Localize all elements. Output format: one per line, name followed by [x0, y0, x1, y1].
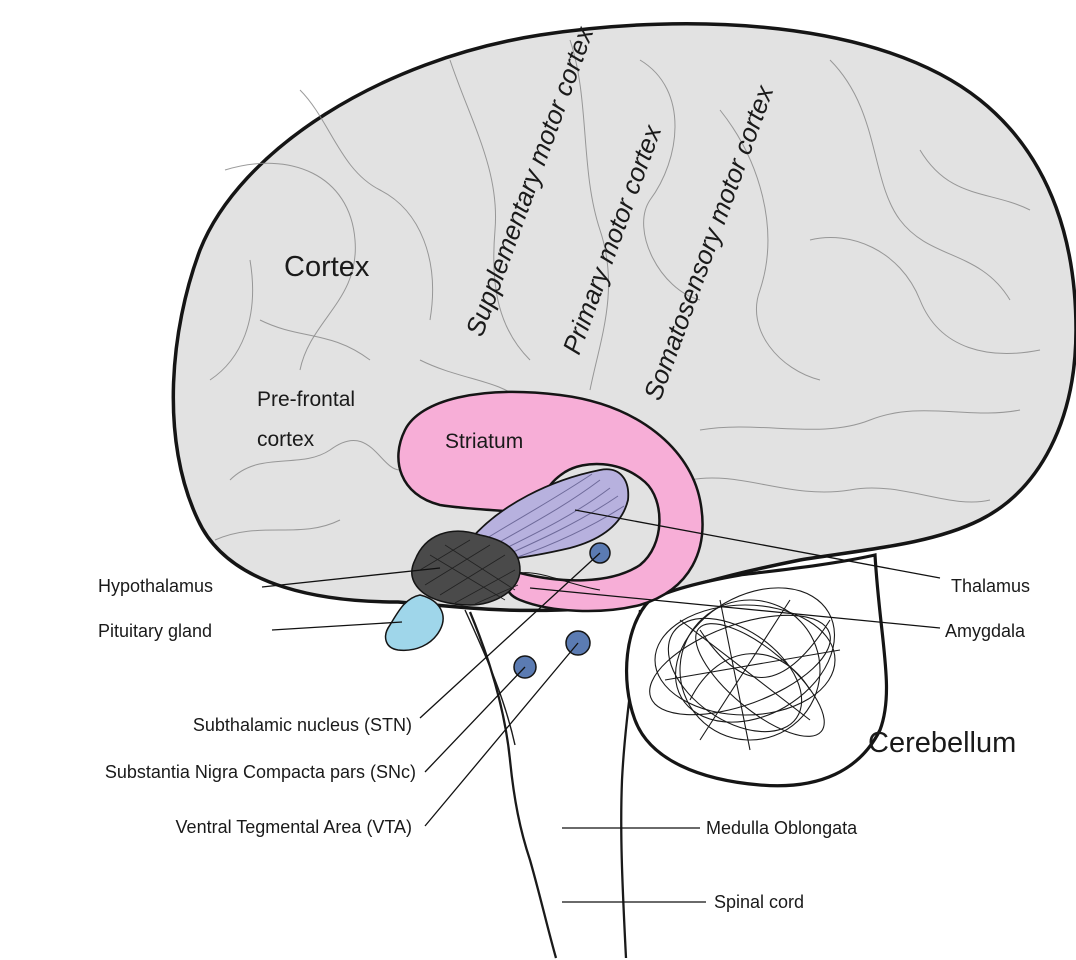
snc-label: Substantia Nigra Compacta pars (SNc) [105, 762, 416, 782]
pituitary-gland-label: Pituitary gland [98, 621, 212, 641]
cerebellum-label: Cerebellum [868, 727, 1016, 759]
spinal-cord-label: Spinal cord [714, 892, 804, 912]
brainstem-inner-line [465, 610, 515, 745]
hypothalamus-label: Hypothalamus [98, 576, 213, 596]
stn-label: Subthalamic nucleus (STN) [193, 715, 412, 735]
thalamus-label: Thalamus [951, 576, 1030, 596]
prefrontal-label-line2: cortex [257, 428, 315, 451]
medulla-oblongata-label: Medulla Oblongata [706, 818, 858, 838]
striatum-label: Striatum [445, 430, 523, 453]
cortex-label: Cortex [284, 251, 370, 283]
amygdala-label: Amygdala [945, 621, 1026, 641]
prefrontal-label-line1: Pre-frontal [257, 388, 355, 411]
cortex-region [173, 24, 1076, 611]
vta-label: Ventral Tegmental Area (VTA) [176, 817, 412, 837]
brainstem-left-edge [470, 612, 556, 958]
